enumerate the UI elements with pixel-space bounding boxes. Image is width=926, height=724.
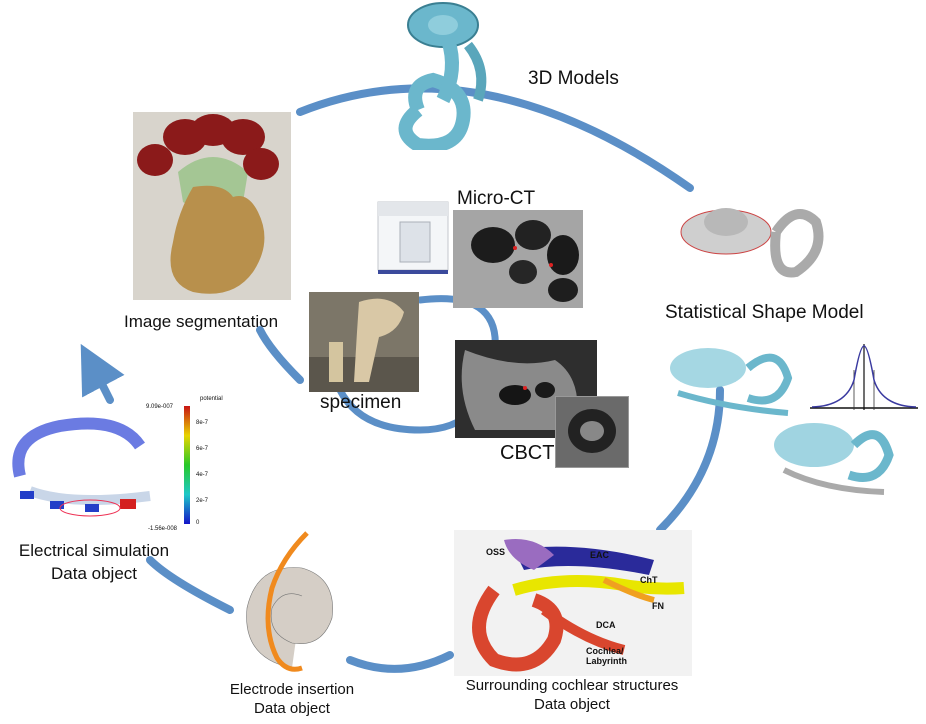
label-statistical-shape-model: Statistical Shape Model <box>665 302 864 323</box>
outer-cycle-arc-seg <box>256 326 304 384</box>
ssm-variant-2-image <box>764 410 894 498</box>
colorbar-tick: 4e-7 <box>196 472 209 478</box>
label-image-segmentation: Image segmentation <box>124 312 279 331</box>
surrounding-structures-image <box>454 530 692 676</box>
outer-cycle-arc-bottom <box>346 651 454 673</box>
electrical-simulation-image <box>0 396 180 536</box>
outer-cycle-arc-leftup <box>80 343 125 404</box>
anatomy-label-dca: DCA <box>596 620 616 630</box>
colorbar-tick: 9.09e-007 <box>146 404 174 410</box>
cbct-detail-image <box>555 396 629 468</box>
colorbar-title: potential <box>200 396 223 402</box>
label-electrical-simulation-sub: Data object <box>51 564 137 583</box>
anatomy-label-cht: ChT <box>640 575 658 585</box>
label-cbct: CBCT <box>500 442 555 464</box>
label-electrical-simulation: Electrical simulation Data object <box>4 539 184 585</box>
label-3d-models: 3D Models <box>528 68 619 89</box>
label-electrode-insertion-title: Electrode insertion <box>229 681 355 698</box>
distribution-curve <box>806 340 922 416</box>
colorbar-tick: 6e-7 <box>196 446 209 452</box>
label-electrode-insertion: Electrode insertion Data object <box>222 680 362 718</box>
anatomy-label-eac: EAC <box>590 550 610 560</box>
micro-ct-scan-image <box>453 210 583 308</box>
label-micro-ct: Micro-CT <box>457 188 536 209</box>
colorbar-tick: 2e-7 <box>196 498 209 504</box>
anatomy-label-fn: FN <box>652 601 664 611</box>
micro-ct-device-image <box>372 192 454 278</box>
outer-cycle-arc-left <box>146 556 234 614</box>
anatomy-label-labyrinth: Labyrinth <box>586 656 628 666</box>
model-3d-image <box>388 0 508 150</box>
anatomy-label-oss: OSS <box>486 547 506 557</box>
outer-cycle-arc-top <box>296 84 694 192</box>
anatomy-label-cochlea: Cochlea/ <box>586 646 624 656</box>
label-specimen: specimen <box>320 392 402 413</box>
outer-cycle-arc-right <box>656 386 724 534</box>
colorbar-tick: 8e-7 <box>196 420 209 426</box>
segmentation-image <box>133 112 291 300</box>
electrode-insertion-image <box>232 528 350 678</box>
colorbar-tick: -1.56e-008 <box>148 526 178 532</box>
ssm-cochlea-image <box>676 192 826 292</box>
label-surrounding-structures: Surrounding cochlear structures Data obj… <box>432 676 712 714</box>
specimen-image <box>309 292 419 392</box>
label-surrounding-structures-sub: Data object <box>534 696 610 713</box>
colorbar-tick: 0 <box>196 520 200 526</box>
potential-colorbar <box>168 396 238 536</box>
label-electrical-simulation-title: Electrical simulation <box>18 541 170 560</box>
label-surrounding-structures-title: Surrounding cochlear structures <box>465 677 679 694</box>
ssm-variant-1-image <box>668 338 796 418</box>
label-electrode-insertion-sub: Data object <box>254 700 330 717</box>
